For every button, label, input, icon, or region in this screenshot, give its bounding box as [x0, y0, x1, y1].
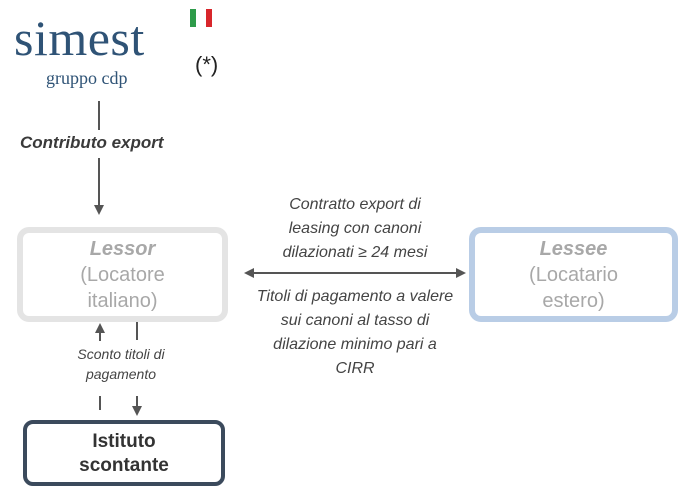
lessee-line-1: (Locatario	[529, 264, 618, 286]
flag-green-stripe	[190, 9, 196, 27]
istituto-line-2: scontante	[79, 455, 169, 476]
flag-red-stripe	[206, 9, 212, 27]
contratto-label: Contratto export di leasing con canoni d…	[240, 193, 470, 265]
lessor-title: Lessor	[89, 238, 156, 260]
sconto-label: Sconto titoli di pagamento	[56, 344, 186, 384]
sconto-line-2: pagamento	[85, 366, 157, 382]
lessor-line-2: italiano)	[87, 290, 158, 312]
istituto-line-1: Istituto	[92, 431, 156, 452]
sconto-line-1: Sconto titoli di	[77, 346, 165, 362]
contratto-line-1: Contratto export di	[289, 196, 421, 213]
titoli-label: Titoli di pagamento a valere sui canoni …	[236, 285, 474, 381]
contratto-line-3: dilazionati ≥ 24 mesi	[282, 244, 428, 261]
lessee-box: Lessee (Locatario estero)	[469, 227, 678, 322]
lessee-line-2: estero)	[542, 290, 605, 312]
flag-white-stripe	[198, 9, 204, 27]
logo-subtitle: gruppo cdp	[46, 68, 128, 88]
lessee-title: Lessee	[539, 238, 608, 260]
lessor-box: Lessor (Locatore italiano)	[17, 227, 228, 322]
titoli-line-4: CIRR	[335, 360, 375, 377]
contributo-export-label: Contributo export	[20, 133, 164, 152]
titoli-line-2: sui canoni al tasso di	[280, 312, 430, 329]
titoli-line-1: Titoli di pagamento a valere	[256, 288, 454, 305]
istituto-scontante-box: Istituto scontante	[23, 420, 225, 486]
titoli-line-3: dilazione minimo pari a	[273, 336, 437, 353]
lessor-line-1: (Locatore	[80, 264, 165, 286]
simest-logo-word: simest	[14, 10, 145, 66]
footnote-marker: (*)	[195, 52, 219, 77]
contratto-line-2: leasing con canoni	[288, 220, 422, 237]
italian-flag-icon	[190, 9, 212, 27]
